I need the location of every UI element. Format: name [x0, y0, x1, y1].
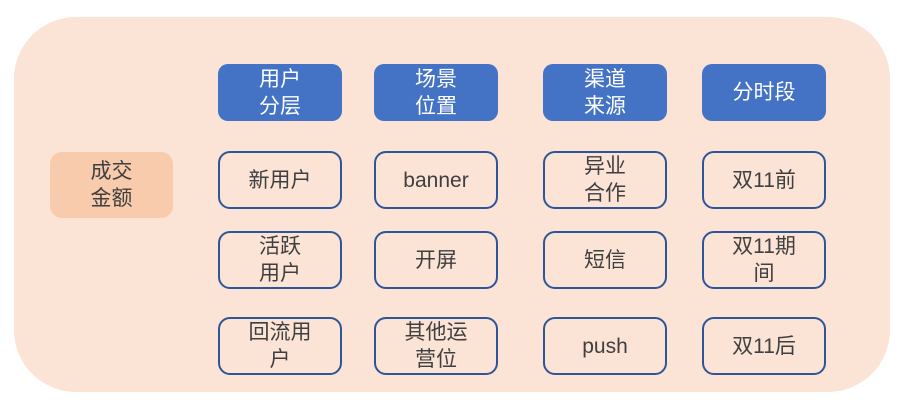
category-label: 短信 [584, 248, 626, 272]
dimension-column-time-period: 分时段 双11前 双11期 间 双11后 [702, 64, 826, 378]
category-label: 双11期 间 [732, 235, 796, 285]
category-label: banner [403, 168, 469, 192]
dimension-header-user-segment: 用户 分层 [218, 64, 342, 121]
dimension-column-scene-position: 场景 位置 banner 开屏 其他运 营位 [374, 64, 498, 378]
category-label: 活跃 用户 [259, 235, 301, 285]
root-metric-label: 成交 金额 [90, 160, 133, 210]
category-node: push [543, 317, 667, 375]
dimension-header-label: 分时段 [732, 81, 796, 104]
category-node: 活跃 用户 [218, 231, 342, 289]
category-node: 短信 [543, 231, 667, 289]
category-label: 新用户 [248, 168, 312, 192]
category-node: banner [374, 151, 498, 209]
category-label: 开屏 [415, 248, 457, 272]
dimension-column-channel-source: 渠道 来源 异业 合作 短信 push [543, 64, 667, 378]
dimension-header-channel-source: 渠道 来源 [543, 64, 667, 121]
category-node: 开屏 [374, 231, 498, 289]
category-label: 双11前 [732, 168, 796, 192]
category-label: 异业 合作 [584, 155, 626, 205]
category-node: 其他运 营位 [374, 317, 498, 375]
breakdown-panel: 成交 金额 用户 分层 新用户 活跃 用户 回流用 户 场景 位置 banner [14, 17, 890, 392]
root-metric-node: 成交 金额 [50, 152, 173, 218]
dimension-header-label: 场景 位置 [415, 67, 457, 118]
category-label: 其他运 营位 [404, 321, 468, 371]
category-node: 新用户 [218, 151, 342, 209]
category-node: 双11后 [702, 317, 826, 375]
dimension-header-time-period: 分时段 [702, 64, 826, 121]
category-label: 回流用 户 [248, 321, 312, 371]
category-label: 双11后 [732, 334, 796, 358]
category-label: push [582, 334, 628, 358]
category-node: 回流用 户 [218, 317, 342, 375]
category-node: 双11期 间 [702, 231, 826, 289]
dimension-header-label: 用户 分层 [259, 67, 301, 118]
category-node: 双11前 [702, 151, 826, 209]
category-node: 异业 合作 [543, 151, 667, 209]
dimension-header-scene-position: 场景 位置 [374, 64, 498, 121]
dimension-header-label: 渠道 来源 [584, 67, 626, 118]
dimension-column-user-segment: 用户 分层 新用户 活跃 用户 回流用 户 [218, 64, 342, 378]
